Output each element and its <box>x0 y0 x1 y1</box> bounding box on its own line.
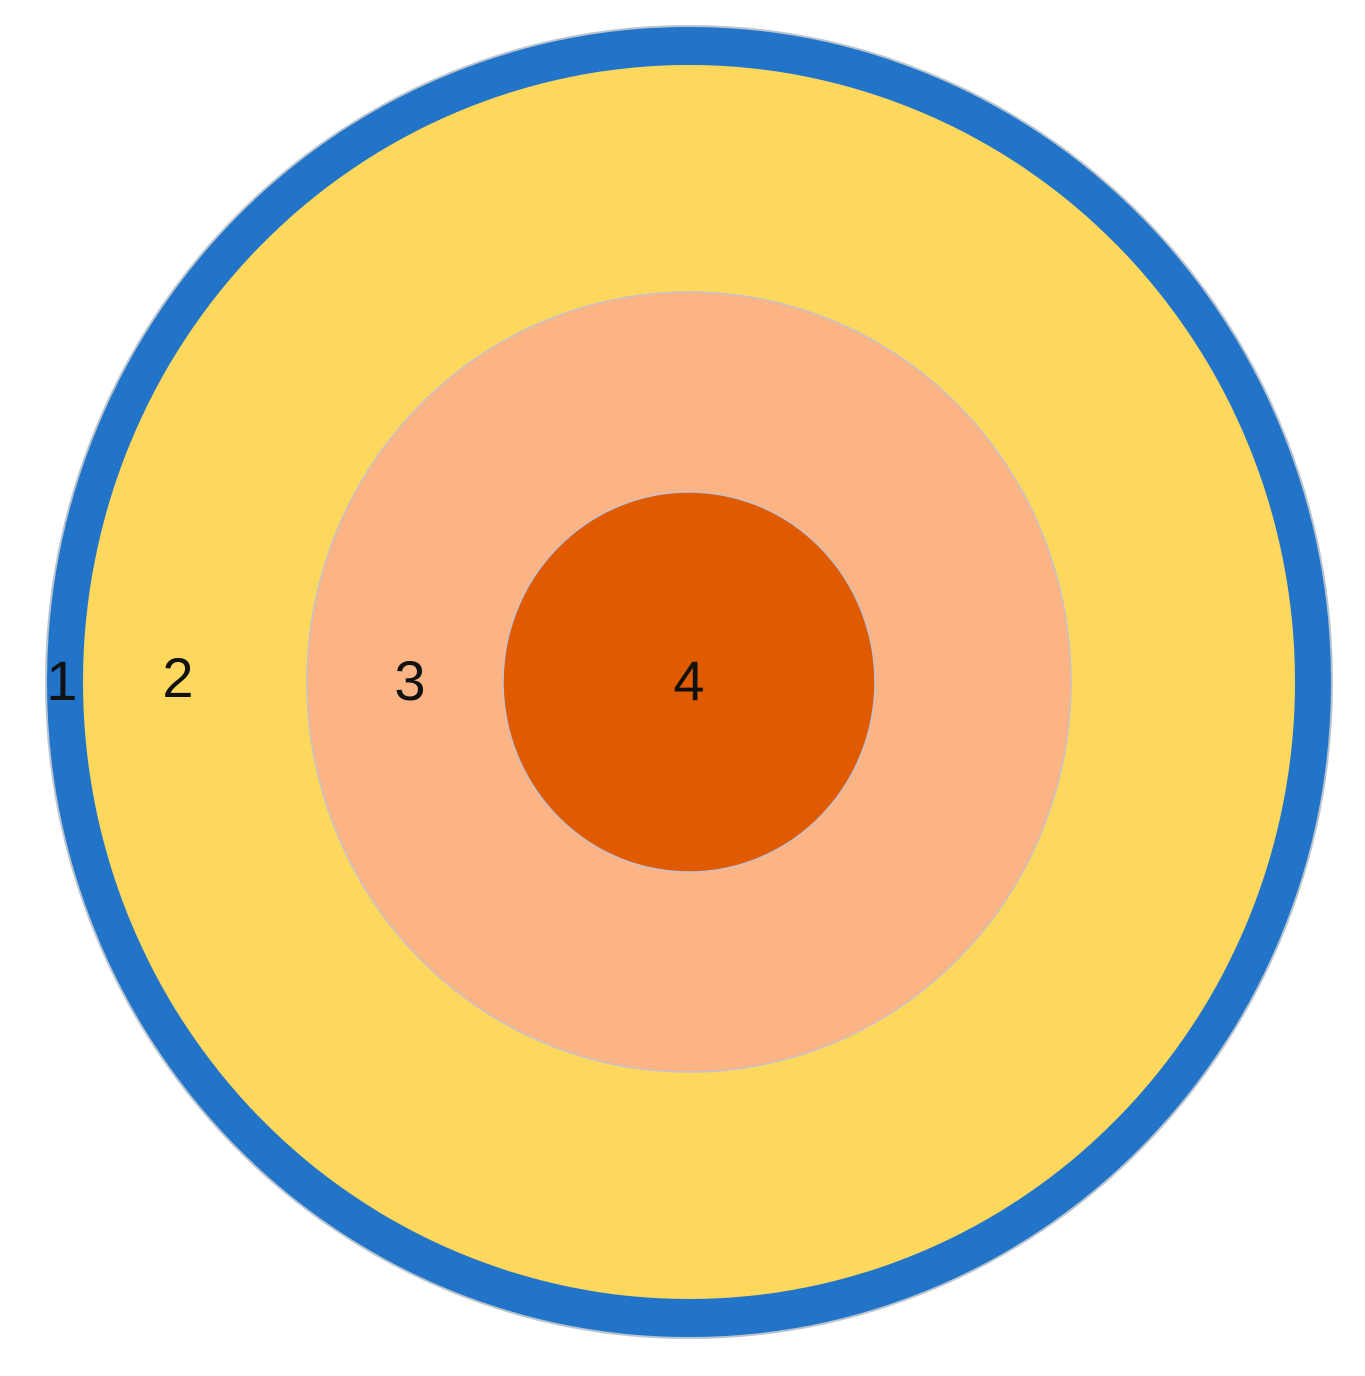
layer-4-core <box>502 491 876 873</box>
layer-2-label: 2 <box>162 646 193 709</box>
layer-3-label: 3 <box>394 649 425 712</box>
layer-1-label: 1 <box>46 649 77 712</box>
layer-4-label: 4 <box>673 649 704 712</box>
